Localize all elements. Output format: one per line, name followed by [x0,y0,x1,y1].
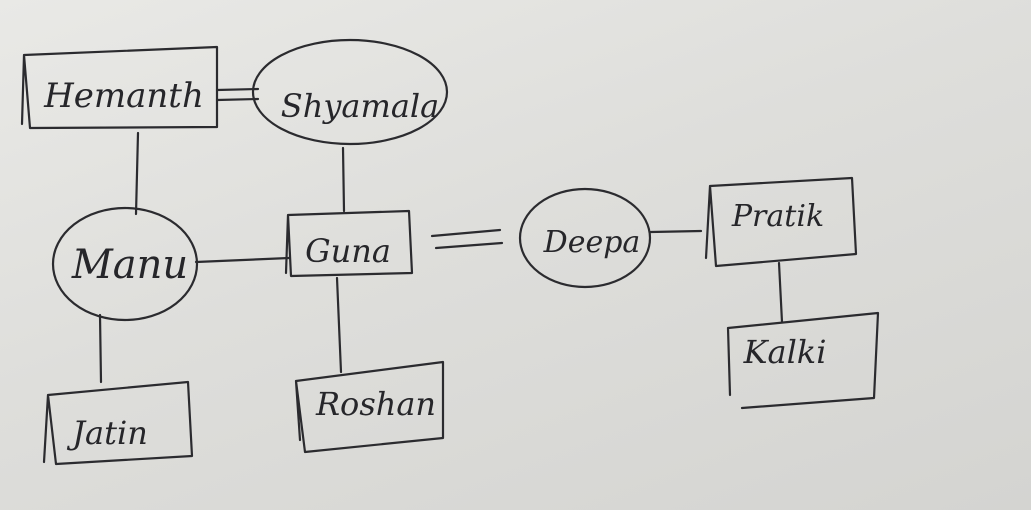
node-pratik-box [704,176,858,268]
edge-guna-deepa-marriage [430,228,504,250]
node-shyamala-ellipse [251,38,449,146]
node-roshan-box [294,360,445,454]
node-deepa-label: Deepa [543,225,641,260]
node-deepa-ellipse [518,187,652,289]
node-guna: Guna [284,209,414,278]
edge-hemanth-shyamala-marriage [215,87,260,102]
node-jatin: Jatin [42,380,194,466]
edge-hemanth-manu [134,131,140,216]
node-hemanth-box [20,45,219,130]
node-roshan: Roshan [294,360,445,454]
edge-shyamala-guna [341,146,346,213]
node-hemanth-label: Hemanth [43,76,204,116]
edge-deepa-pratik [649,229,703,234]
node-roshan-label: Roshan [315,385,436,423]
node-jatin-label: Jatin [66,414,148,452]
node-manu-label: Manu [71,242,188,288]
edge-manu-guna [194,256,291,264]
node-hemanth: Hemanth [20,45,219,130]
node-manu-ellipse [51,206,199,322]
node-manu: Manu [51,206,199,322]
node-kalki-label: Kalki [743,333,827,371]
node-guna-label: Guna [305,232,391,270]
node-kalki-box [726,311,880,410]
node-pratik: Pratik [704,176,858,268]
node-shyamala: Shyamala [251,38,449,146]
node-jatin-box [42,380,194,466]
edge-pratik-kalki [777,261,784,324]
edge-guna-roshan [335,276,343,374]
node-kalki: Kalki [726,311,880,410]
node-shyamala-label: Shyamala [281,87,439,125]
edge-manu-jatin [98,313,103,384]
node-deepa: Deepa [518,187,652,289]
node-guna-box [284,209,414,278]
node-pratik-label: Pratik [731,199,824,234]
connectors [98,87,784,384]
